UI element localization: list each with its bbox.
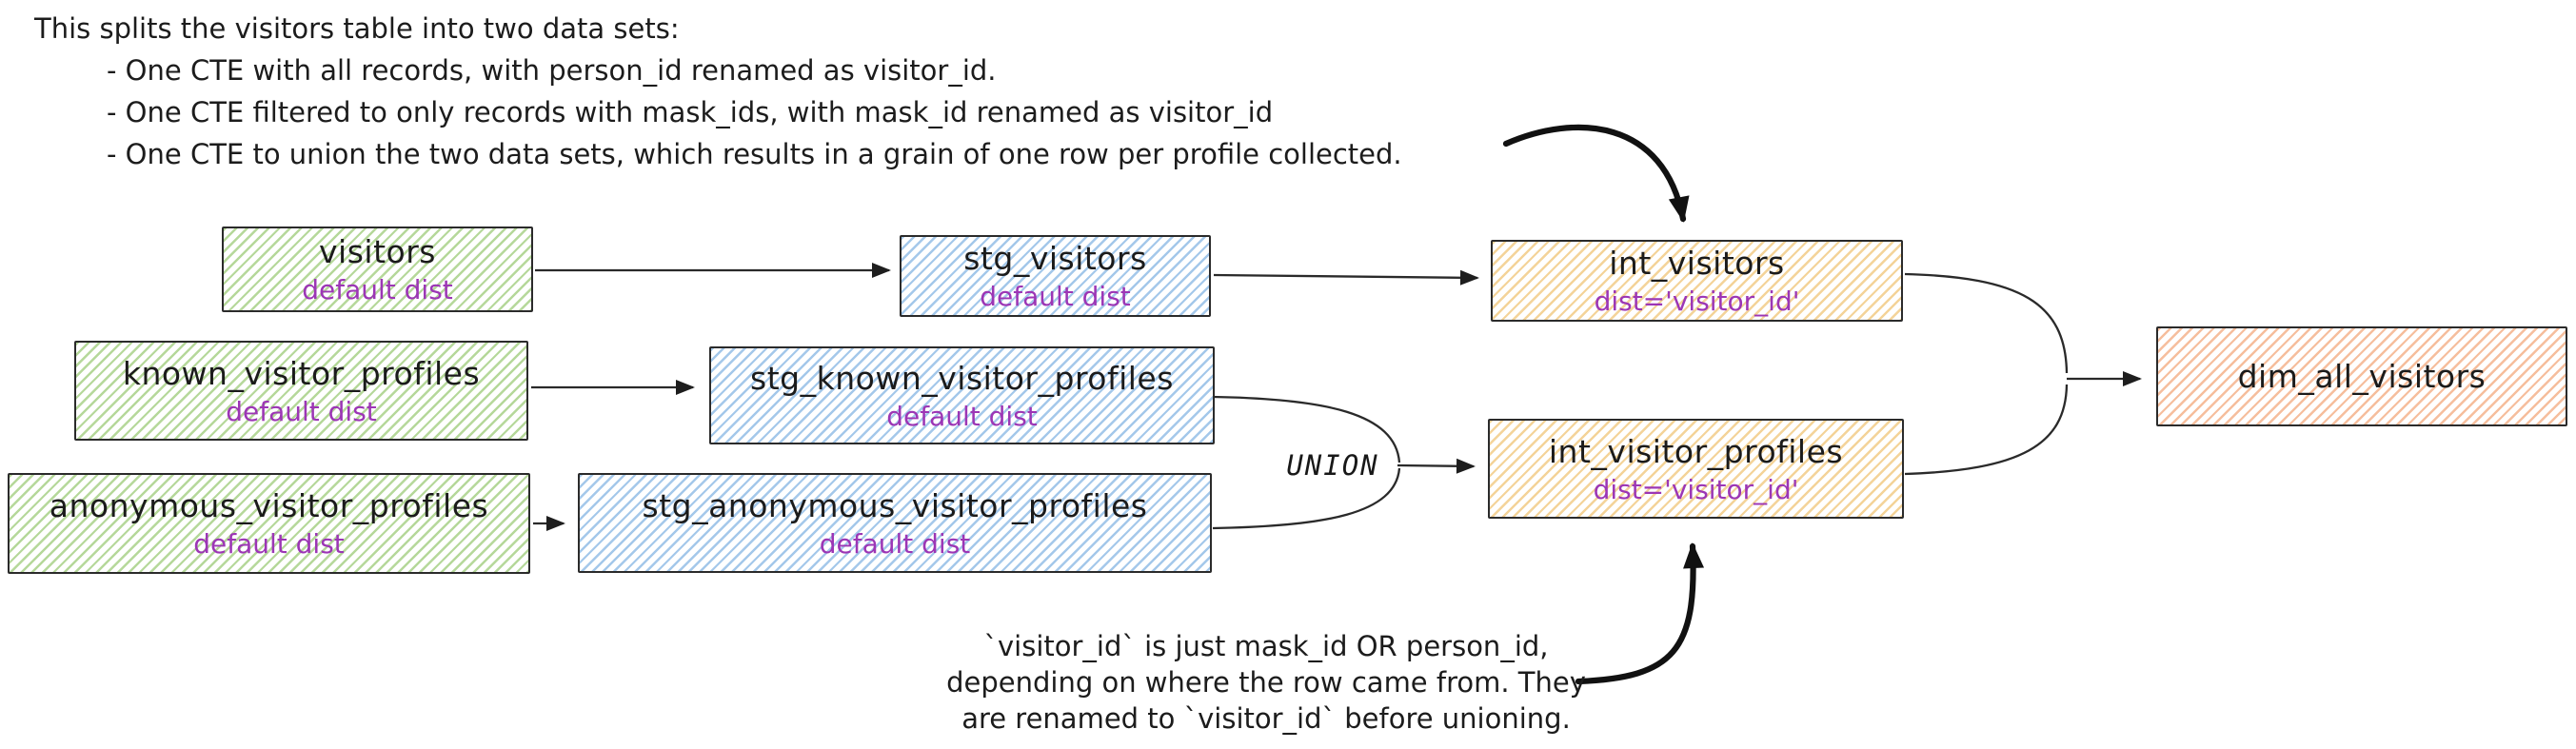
node-int-visitor-profiles[interactable]: int_visitor_profiles dist='visitor_id' bbox=[1488, 419, 1904, 519]
top-annotation-bullet: - One CTE filtered to only records with … bbox=[107, 96, 1274, 128]
top-annotation-bullet: - One CTE with all records, with person_… bbox=[107, 54, 997, 87]
node-title: int_visitor_profiles bbox=[1548, 432, 1844, 470]
edge-int-visitors-to-join bbox=[1904, 272, 2069, 374]
arrow-top-note-to-int-visitors bbox=[1502, 124, 1690, 223]
node-visitors[interactable]: visitors default dist bbox=[222, 227, 533, 312]
edge-int-profiles-to-join bbox=[1904, 384, 2069, 476]
node-title: dim_all_visitors bbox=[2237, 358, 2487, 395]
node-title: visitors bbox=[319, 233, 436, 270]
node-dist-label: default dist bbox=[226, 395, 377, 427]
node-stg-known-visitor-profiles[interactable]: stg_known_visitor_profiles default dist bbox=[709, 346, 1215, 444]
top-annotation-line: This splits the visitors table into two … bbox=[34, 12, 680, 45]
edge-stg-visitors-to-int-visitors bbox=[1213, 269, 1479, 286]
node-title: anonymous_visitor_profiles bbox=[49, 487, 489, 524]
node-int-visitors[interactable]: int_visitors dist='visitor_id' bbox=[1491, 240, 1903, 322]
node-dist-label: default dist bbox=[886, 400, 1038, 432]
node-stg-anonymous-visitor-profiles[interactable]: stg_anonymous_visitor_profiles default d… bbox=[578, 473, 1212, 573]
node-title: stg_visitors bbox=[963, 240, 1147, 277]
node-title: stg_known_visitor_profiles bbox=[750, 359, 1174, 397]
bottom-annotation-line: are renamed to `visitor_id` before union… bbox=[961, 702, 1571, 735]
top-annotation: This splits the visitors table into two … bbox=[34, 8, 1402, 175]
node-anonymous-visitor-profiles[interactable]: anonymous_visitor_profiles default dist bbox=[8, 473, 530, 574]
union-edge-label: UNION bbox=[1286, 449, 1379, 482]
node-dist-label: dist='visitor_id' bbox=[1594, 286, 1800, 317]
node-dist-label: default dist bbox=[980, 281, 1131, 312]
node-dist-label: default dist bbox=[819, 527, 971, 560]
node-title: known_visitor_profiles bbox=[122, 354, 481, 392]
edge-union-merge-to-int-profiles bbox=[1397, 458, 1476, 474]
node-title: int_visitors bbox=[1609, 245, 1785, 282]
node-title: stg_anonymous_visitor_profiles bbox=[642, 486, 1148, 524]
node-known-visitor-profiles[interactable]: known_visitor_profiles default dist bbox=[74, 341, 528, 441]
bottom-annotation-line: depending on where the row came from. Th… bbox=[946, 666, 1586, 699]
bottom-annotation: `visitor_id` is just mask_id OR person_i… bbox=[885, 628, 1647, 737]
bottom-annotation-line: `visitor_id` is just mask_id OR person_i… bbox=[983, 630, 1549, 662]
node-stg-visitors[interactable]: stg_visitors default dist bbox=[900, 235, 1211, 317]
node-dim-all-visitors[interactable]: dim_all_visitors bbox=[2156, 326, 2567, 426]
top-annotation-bullet: - One CTE to union the two data sets, wh… bbox=[107, 138, 1402, 170]
node-dist-label: dist='visitor_id' bbox=[1593, 473, 1799, 505]
node-dist-label: default dist bbox=[302, 274, 453, 306]
node-dist-label: default dist bbox=[193, 528, 345, 560]
